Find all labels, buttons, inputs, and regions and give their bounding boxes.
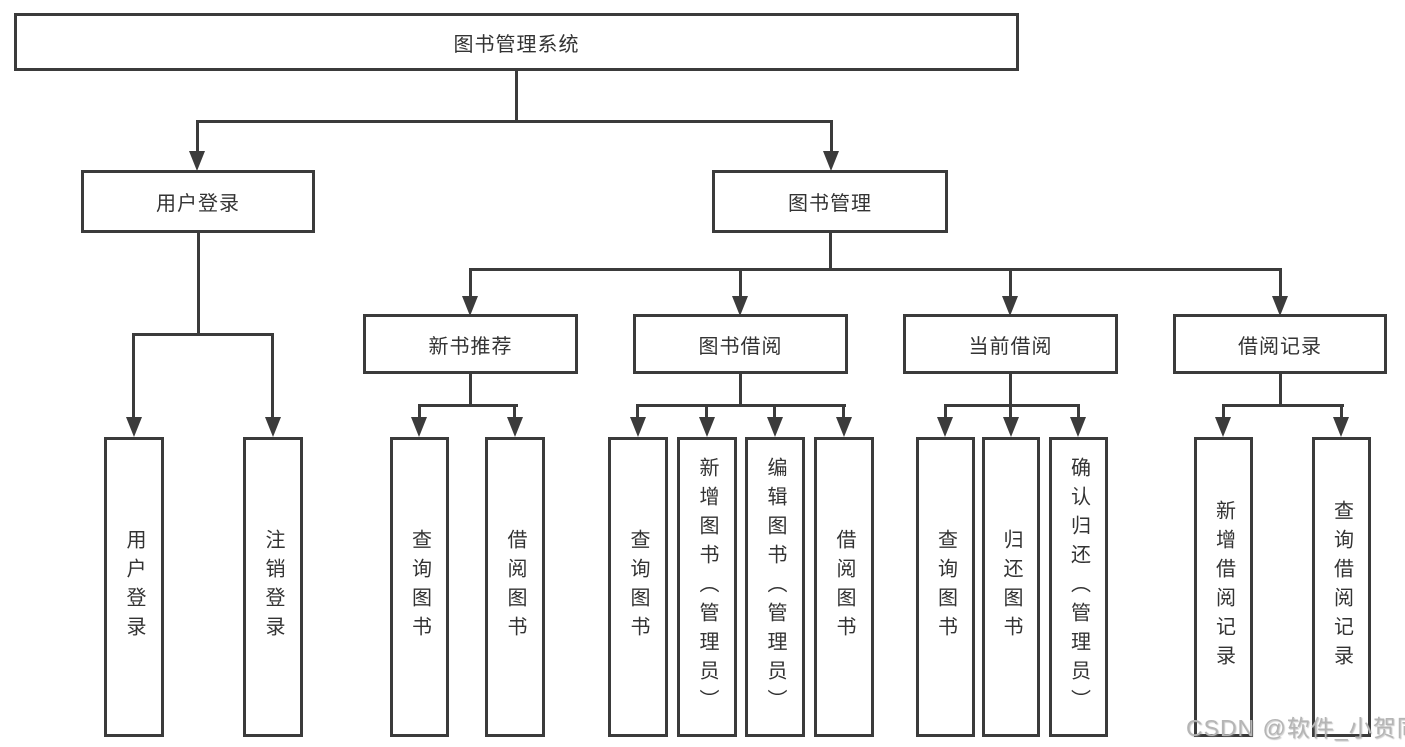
leaf-query-books-borrowing: 查询图书 [608,437,668,737]
arrow-down-icon [189,151,205,171]
leaf-confirm-return-admin-label: 确认归还（管理员） [1067,456,1090,718]
connector-leaf-line [944,404,947,419]
arrow-down-icon [699,417,715,437]
leaf-logout-label: 注销登录 [262,529,284,645]
arrow-down-icon [462,296,478,316]
connector-leaf-line [513,404,516,419]
node-new-book-recommendation: 新书推荐 [363,314,578,374]
leaf-borrow-books-borrowing: 借阅图书 [814,437,874,737]
connector-to-new-book [469,268,472,298]
arrow-down-icon [1002,296,1018,316]
connector-leaf-line [636,404,639,419]
leaf-add-book-admin: 新增图书（管理员） [677,437,737,737]
arrow-down-icon [1003,417,1019,437]
connector-borrowing-records-hline [1222,404,1344,407]
connector-borrowing-records-stub [1279,374,1282,406]
arrow-down-icon [937,417,953,437]
leaf-query-books-recommend-label: 查询图书 [408,529,431,645]
leaf-borrow-books-recommend: 借阅图书 [485,437,545,737]
connector-to-leaf-logout [271,333,274,419]
arrow-down-icon [767,417,783,437]
connector-new-book-hline [418,404,518,407]
arrow-down-icon [1272,296,1288,316]
connector-to-book-borrowing [739,268,742,298]
arrow-down-icon [1215,417,1231,437]
arrow-down-icon [836,417,852,437]
leaf-query-borrow-record-label: 查询借阅记录 [1330,500,1353,674]
leaf-query-borrow-record: 查询借阅记录 [1312,437,1371,737]
arrow-down-icon [1333,417,1349,437]
leaf-logout: 注销登录 [243,437,303,737]
leaf-query-books-current-label: 查询图书 [934,529,957,645]
leaf-edit-book-admin-label: 编辑图书（管理员） [764,456,786,718]
connector-book-management-stub [829,233,832,270]
connector-root-hline [196,120,833,123]
node-book-borrowing: 图书借阅 [633,314,848,374]
connector-user-login-hline [132,333,274,336]
arrow-down-icon [732,296,748,316]
arrow-down-icon [126,417,142,437]
connector-root-stub [515,70,518,122]
node-user-login: 用户登录 [81,170,315,233]
leaf-query-books-borrowing-label: 查询图书 [627,529,649,645]
connector-to-user-login [196,120,199,153]
leaf-borrow-books-recommend-label: 借阅图书 [504,529,526,645]
arrow-down-icon [1070,417,1086,437]
arrow-down-icon [630,417,646,437]
leaf-query-books-recommend: 查询图书 [390,437,449,737]
connector-leaf-line [773,404,776,419]
arrow-down-icon [507,417,523,437]
leaf-borrow-books-borrowing-label: 借阅图书 [833,529,855,645]
leaf-add-borrow-record-label: 新增借阅记录 [1212,500,1235,674]
leaf-query-books-current: 查询图书 [916,437,975,737]
connector-leaf-line [705,404,708,419]
node-book-management: 图书管理 [712,170,948,233]
connector-book-management-hline [469,268,1282,271]
connector-to-borrowing-records [1279,268,1282,298]
leaf-user-login-label: 用户登录 [123,529,145,645]
connector-to-current-borrowing [1009,268,1012,298]
connector-to-leaf-user-login [132,333,135,419]
node-borrowing-records: 借阅记录 [1173,314,1387,374]
leaf-edit-book-admin: 编辑图书（管理员） [745,437,805,737]
connector-current-borrowing-hline [944,404,1080,407]
connector-leaf-line [842,404,845,419]
connector-current-borrowing-stub [1009,374,1012,406]
leaf-confirm-return-admin: 确认归还（管理员） [1049,437,1108,737]
node-current-borrowing: 当前借阅 [903,314,1118,374]
leaf-add-book-admin-label: 新增图书（管理员） [696,456,718,718]
connector-book-borrowing-stub [739,374,742,406]
arrow-down-icon [411,417,427,437]
csdn-watermark: CSDN @软件_小贺同学 [1186,715,1405,741]
leaf-return-books: 归还图书 [982,437,1040,737]
connector-new-book-stub [469,374,472,406]
connector-leaf-line [418,404,421,419]
connector-leaf-line [1077,404,1080,419]
leaf-return-books-label: 归还图书 [1000,529,1022,645]
arrow-down-icon [265,417,281,437]
node-library-management-system: 图书管理系统 [14,13,1019,71]
arrow-down-icon [823,151,839,171]
connector-leaf-line [1009,404,1012,419]
leaf-user-login: 用户登录 [104,437,164,737]
connector-book-borrowing-hline [636,404,846,407]
connector-leaf-line [1222,404,1225,419]
leaf-add-borrow-record: 新增借阅记录 [1194,437,1253,737]
connector-user-login-stub [197,233,200,335]
connector-leaf-line [1340,404,1343,419]
connector-to-book-management [830,120,833,153]
